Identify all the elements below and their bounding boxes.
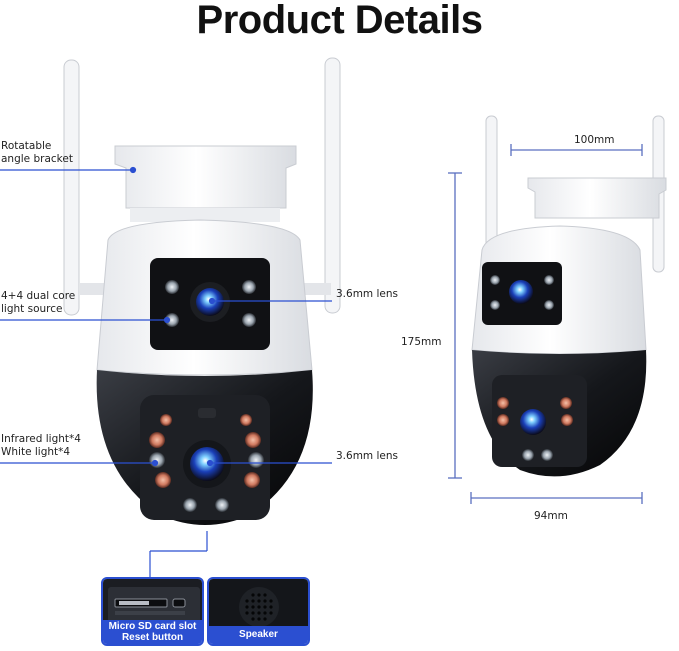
- light-source-label: 4+4 dual core light source: [1, 290, 76, 315]
- callout-leaders: [0, 166, 332, 577]
- dimension-lines: [448, 144, 643, 504]
- lens-top-label: 3.6mm lens: [336, 288, 398, 300]
- camera-side-view: [471, 115, 667, 477]
- height-dimension: 175mm: [401, 336, 442, 348]
- speaker-thumbnail: Speaker: [207, 577, 310, 646]
- sd-slot-thumbnail: Micro SD card slot Reset button: [101, 577, 204, 646]
- depth-dimension: 94mm: [534, 510, 568, 522]
- lens-bottom-label: 3.6mm lens: [336, 450, 398, 462]
- speaker-caption: Speaker: [209, 626, 308, 644]
- width-dimension: 100mm: [574, 134, 615, 146]
- page-title: Product Details: [196, 0, 483, 42]
- camera-front-view: [63, 57, 341, 525]
- lights-label: Infrared light*4 White light*4: [1, 433, 81, 458]
- bracket-label: Rotatable angle bracket: [1, 140, 73, 165]
- sd-slot-caption: Micro SD card slot Reset button: [103, 620, 202, 644]
- speaker-grille-icon: [209, 579, 308, 634]
